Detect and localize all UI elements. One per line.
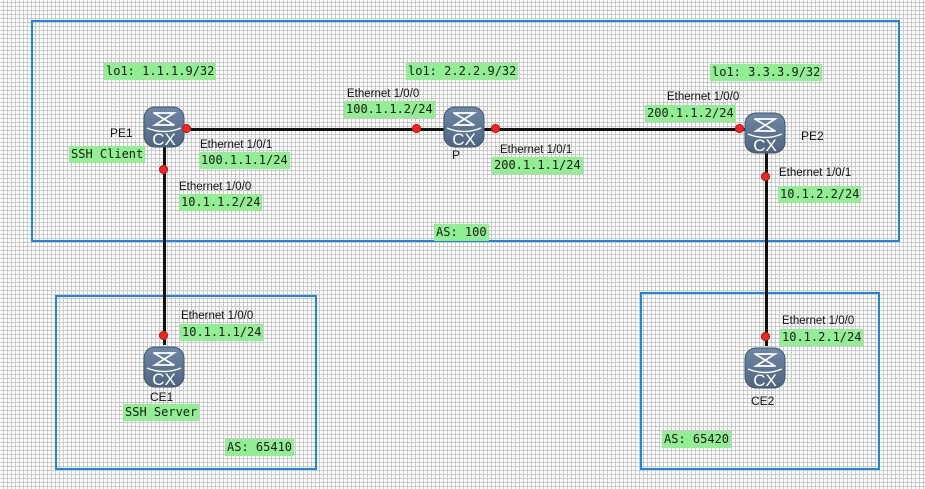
router-icon: CX xyxy=(744,347,786,390)
node-label-pe2: PE2 xyxy=(801,129,824,143)
as-label-65420: AS: 65420 xyxy=(662,431,732,448)
svg-text:CX: CX xyxy=(152,130,176,149)
interface-address-pe1-e101: 100.1.1.1/24 xyxy=(199,152,290,169)
grid-line-vertical xyxy=(815,0,816,489)
node-label-ce1: CE1 xyxy=(150,390,174,404)
as-zone-100[interactable] xyxy=(31,20,900,242)
grid-line-vertical xyxy=(415,0,416,489)
interface-name-p-e101: Ethernet 1/0/1 xyxy=(500,144,573,156)
svg-text:CX: CX xyxy=(753,136,777,155)
connector-dot-pe1-e101[interactable] xyxy=(182,124,191,133)
interface-name-pe2-e101: Ethernet 1/0/1 xyxy=(779,167,852,179)
grid-line-horizontal xyxy=(0,178,925,179)
loopback-label-pe2: lo1: 3.3.3.9/32 xyxy=(710,64,823,81)
svg-text:CX: CX xyxy=(452,130,476,149)
interface-address-ce2-e100: 10.1.2.1/24 xyxy=(780,329,864,346)
as-label-100: AS: 100 xyxy=(434,224,489,241)
connector-dot-pe1-e100[interactable] xyxy=(159,165,168,174)
role-label-pe1: SSH Client xyxy=(69,146,146,163)
router-icon: CX xyxy=(744,112,786,155)
grid-line-vertical xyxy=(715,0,716,489)
connector-dot-pe2-e100[interactable] xyxy=(735,124,744,133)
router-icon-ce1[interactable]: CX xyxy=(141,345,187,389)
loopback-label-p: lo1: 2.2.2.9/32 xyxy=(406,63,519,80)
interface-name-p-e100: Ethernet 1/0/0 xyxy=(347,88,420,100)
interface-address-p-e101: 200.1.1.1/24 xyxy=(492,157,583,174)
loopback-label-pe1: lo1: 1.1.1.9/32 xyxy=(104,63,217,80)
node-label-pe1: PE1 xyxy=(110,126,133,140)
interface-name-pe1-e101: Ethernet 1/0/1 xyxy=(200,139,273,151)
interface-address-pe2-e101: 10.1.2.2/24 xyxy=(778,186,862,203)
link-p-pe2 xyxy=(478,128,765,131)
grid-line-vertical xyxy=(615,0,616,489)
interface-address-pe2-e100: 200.1.1.2/24 xyxy=(645,105,736,122)
connector-dot-p-e100[interactable] xyxy=(412,124,421,133)
connector-dot-p-e101[interactable] xyxy=(491,124,500,133)
svg-text:CX: CX xyxy=(152,370,176,389)
router-icon-pe2[interactable]: CX xyxy=(742,111,788,155)
router-icon: CX xyxy=(143,346,185,389)
router-icon-p[interactable]: CX xyxy=(441,105,487,149)
grid-line-vertical xyxy=(315,0,316,489)
interface-name-ce2-e100: Ethernet 1/0/0 xyxy=(782,315,855,327)
grid-line-vertical xyxy=(215,0,216,489)
connector-dot-ce2-e100[interactable] xyxy=(761,332,770,341)
interface-name-pe1-e100: Ethernet 1/0/0 xyxy=(179,181,252,193)
link-pe2-ce2 xyxy=(765,138,768,346)
link-pe1-p xyxy=(186,128,448,131)
interface-address-p-e100: 100.1.1.2/24 xyxy=(344,101,435,118)
grid-line-horizontal xyxy=(0,278,925,279)
svg-text:CX: CX xyxy=(753,371,777,390)
role-label-ce1: SSH Server xyxy=(123,404,200,421)
grid-line-vertical xyxy=(915,0,916,489)
as-zone-65420[interactable] xyxy=(640,292,880,470)
interface-address-ce1-e100: 10.1.1.1/24 xyxy=(180,324,264,341)
router-icon-pe1[interactable]: CX xyxy=(141,105,187,149)
interface-address-pe1-e100: 10.1.1.2/24 xyxy=(179,194,263,211)
as-zone-65410[interactable] xyxy=(55,295,317,470)
grid-line-horizontal xyxy=(0,378,925,379)
grid-line-vertical xyxy=(515,0,516,489)
grid-line-vertical xyxy=(115,0,116,489)
router-icon: CX xyxy=(143,106,185,149)
connector-dot-ce1-e100[interactable] xyxy=(159,331,168,340)
router-icon: CX xyxy=(443,106,485,149)
grid-line-horizontal xyxy=(0,478,925,479)
interface-name-ce1-e100: Ethernet 1/0/0 xyxy=(181,310,254,322)
link-pe1-ce1 xyxy=(163,130,166,345)
connector-dot-pe2-e101[interactable] xyxy=(761,172,770,181)
grid-line-vertical xyxy=(15,0,16,489)
as-label-65410: AS: 65410 xyxy=(225,439,295,456)
node-label-ce2: CE2 xyxy=(751,394,775,408)
node-label-p: P xyxy=(452,148,461,162)
interface-name-pe2-e100: Ethernet 1/0/0 xyxy=(667,91,740,103)
router-icon-ce2[interactable]: CX xyxy=(742,346,788,390)
